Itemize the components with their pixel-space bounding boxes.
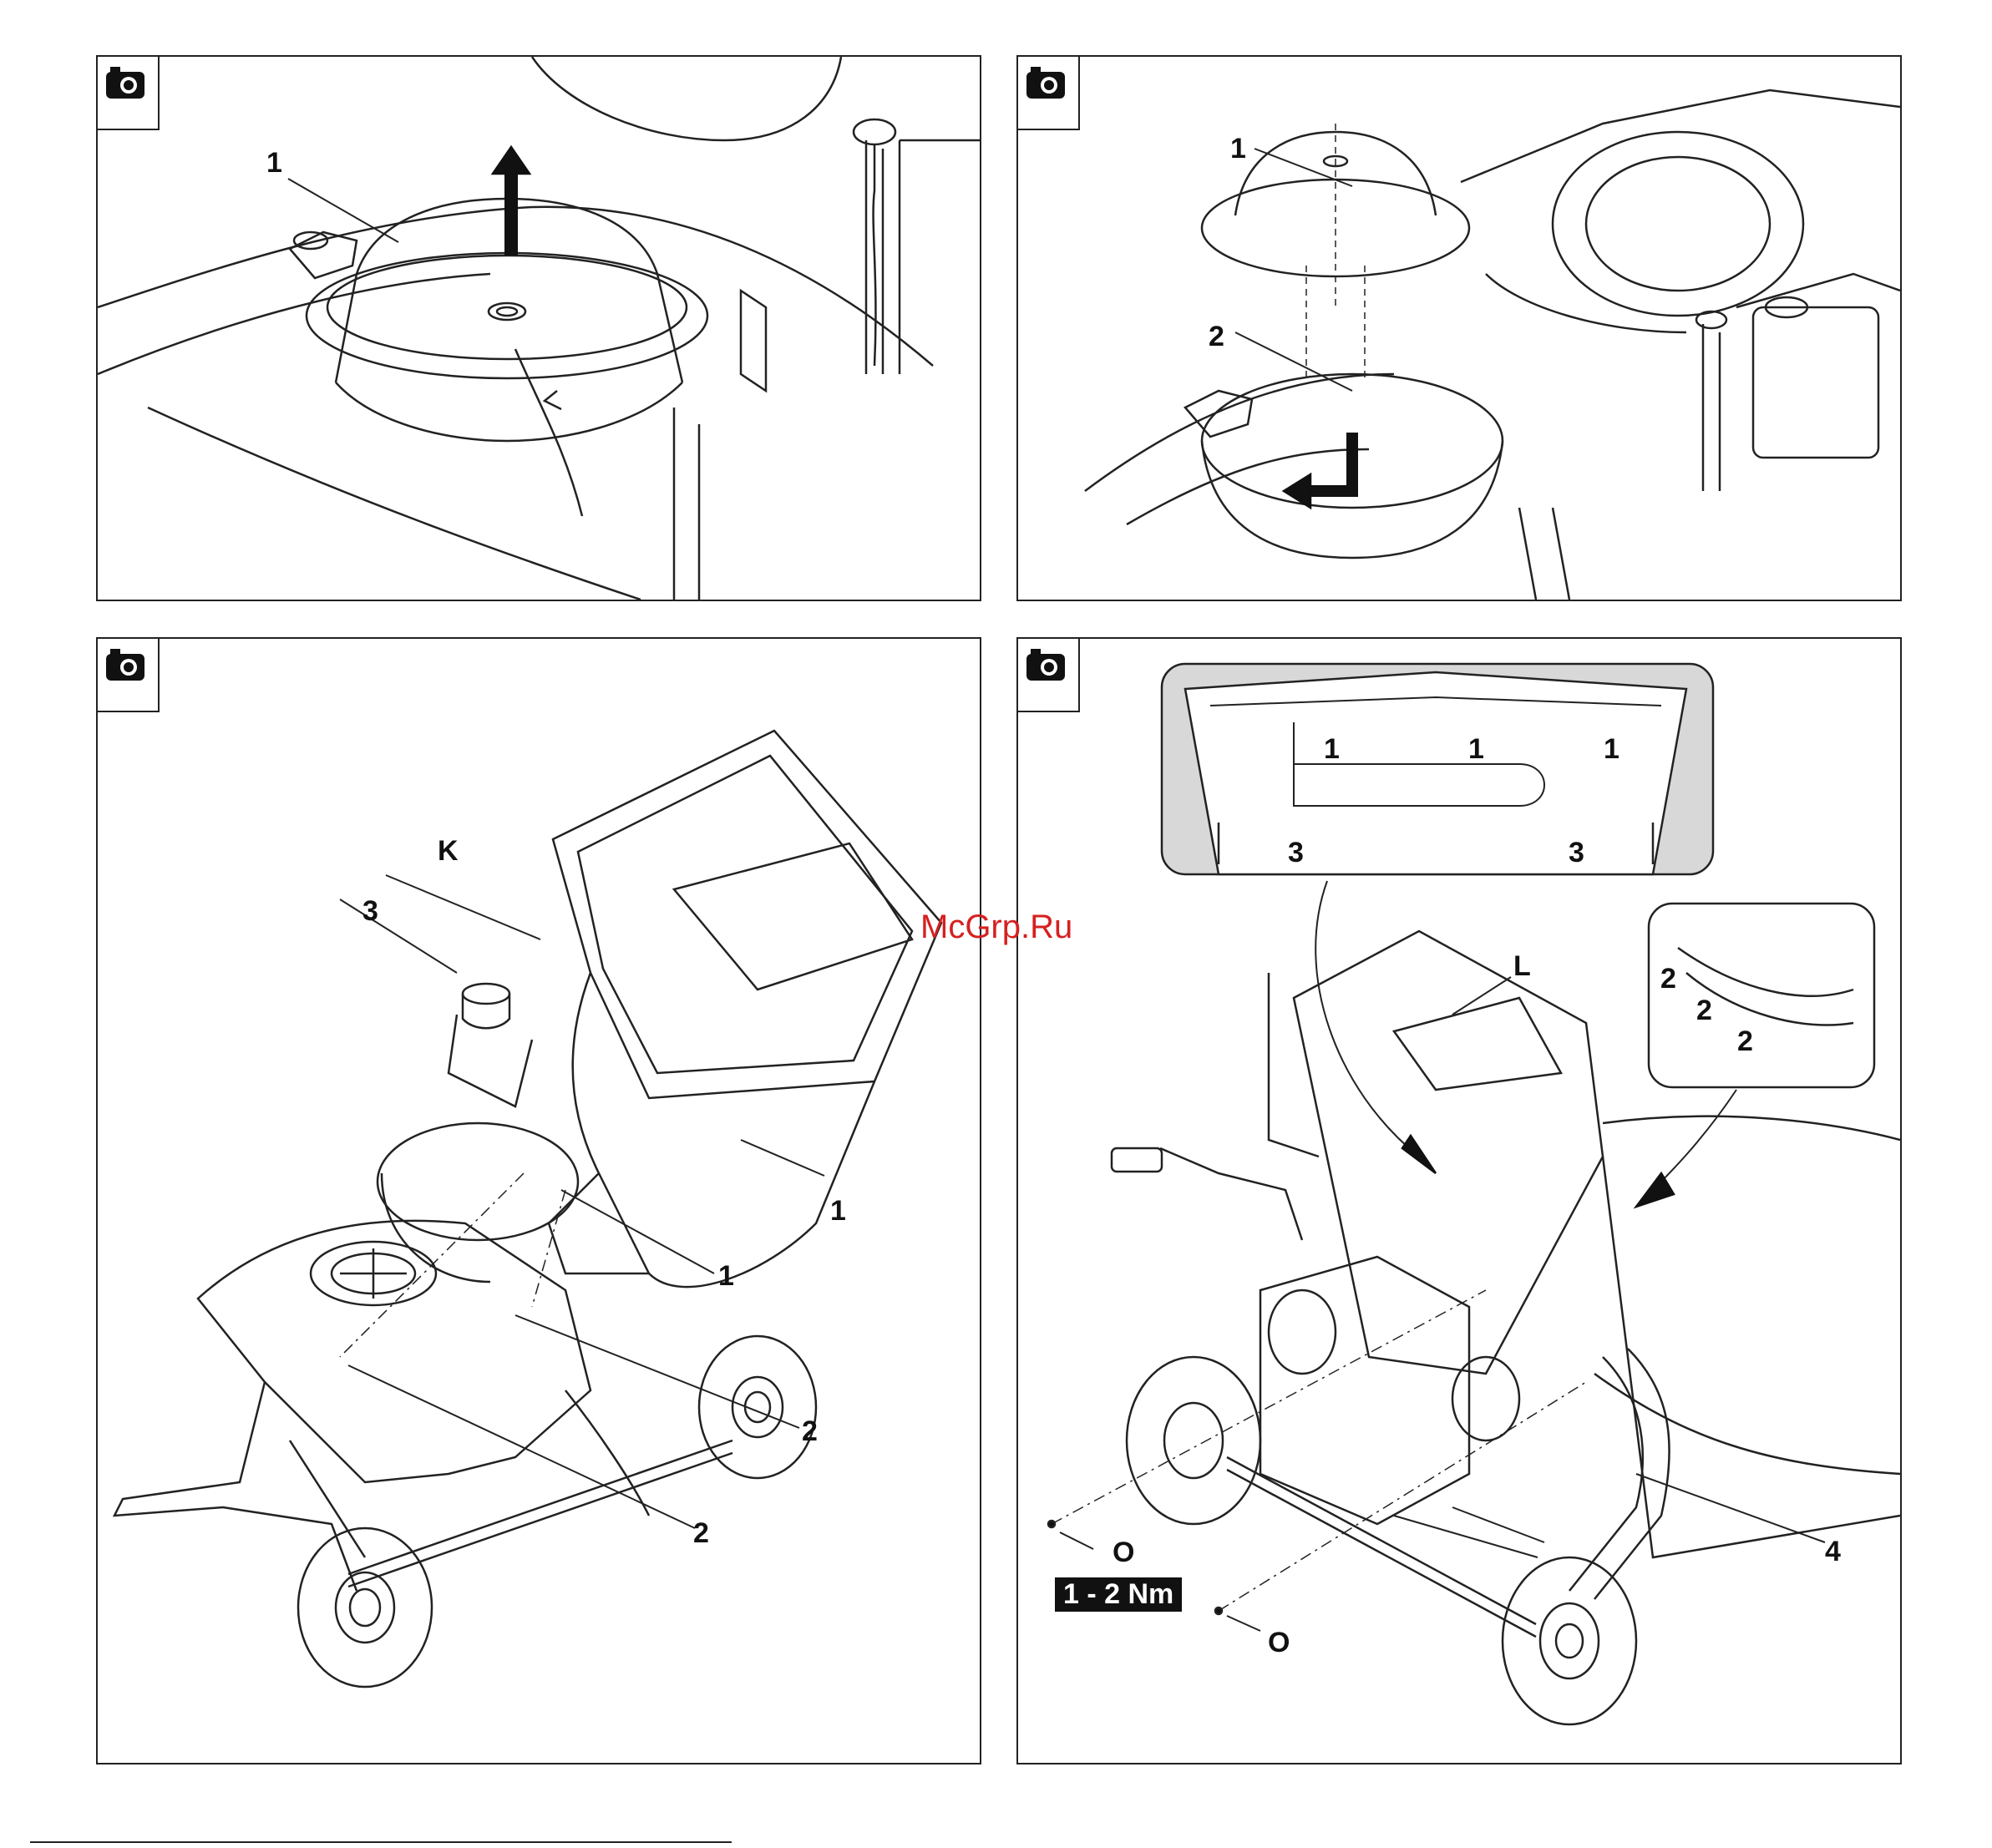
camera-icon <box>1018 639 1078 711</box>
inset-callout-3b: 3 <box>1569 838 1584 867</box>
inset-callout-2a: 2 <box>1660 965 1676 993</box>
camera-icon <box>98 57 158 129</box>
inset-callout-1b: 1 <box>1468 735 1484 763</box>
callout-2a: 2 <box>802 1417 818 1445</box>
inset-callout-2b: 2 <box>1696 996 1712 1025</box>
camera-box <box>1018 57 1080 130</box>
callout-O-1: O <box>1113 1538 1134 1567</box>
panel-top-right: 1 2 <box>1016 55 1902 601</box>
panel-top-left: 1 <box>96 55 981 601</box>
illustration-hopper-mount <box>98 639 980 1763</box>
footer-rule <box>30 1841 732 1843</box>
callout-O-2: O <box>1268 1628 1290 1657</box>
callout-2b: 2 <box>693 1519 709 1547</box>
illustration-lid-removal <box>98 57 980 600</box>
callout-2: 2 <box>1209 322 1224 351</box>
callout-1a: 1 <box>830 1197 846 1225</box>
torque-badge: 1 - 2 Nm <box>1055 1577 1182 1612</box>
inset-callout-3a: 3 <box>1288 838 1304 867</box>
panel-bottom-left: K 3 1 1 2 2 <box>96 637 981 1764</box>
camera-box <box>98 57 160 130</box>
callout-L: L <box>1513 952 1531 980</box>
panel-bottom-right: 1 1 1 3 3 2 2 2 L 4 O 1 - 2 Nm O <box>1016 637 1902 1764</box>
inset-callout-1a: 1 <box>1324 735 1340 763</box>
inset-callout-1c: 1 <box>1604 735 1619 763</box>
watermark: McGrp.Ru <box>920 909 1072 946</box>
callout-1: 1 <box>266 149 282 177</box>
callout-3: 3 <box>362 897 378 925</box>
callout-1: 1 <box>1230 134 1246 163</box>
inset-callout-2c: 2 <box>1737 1027 1753 1056</box>
illustration-lid-exploded <box>1018 57 1900 600</box>
callout-1b: 1 <box>718 1262 734 1290</box>
camera-box <box>98 639 160 712</box>
callout-4: 4 <box>1825 1537 1841 1566</box>
camera-icon <box>1018 57 1078 129</box>
camera-icon <box>98 639 158 711</box>
camera-box <box>1018 639 1080 712</box>
callout-K: K <box>438 837 459 865</box>
